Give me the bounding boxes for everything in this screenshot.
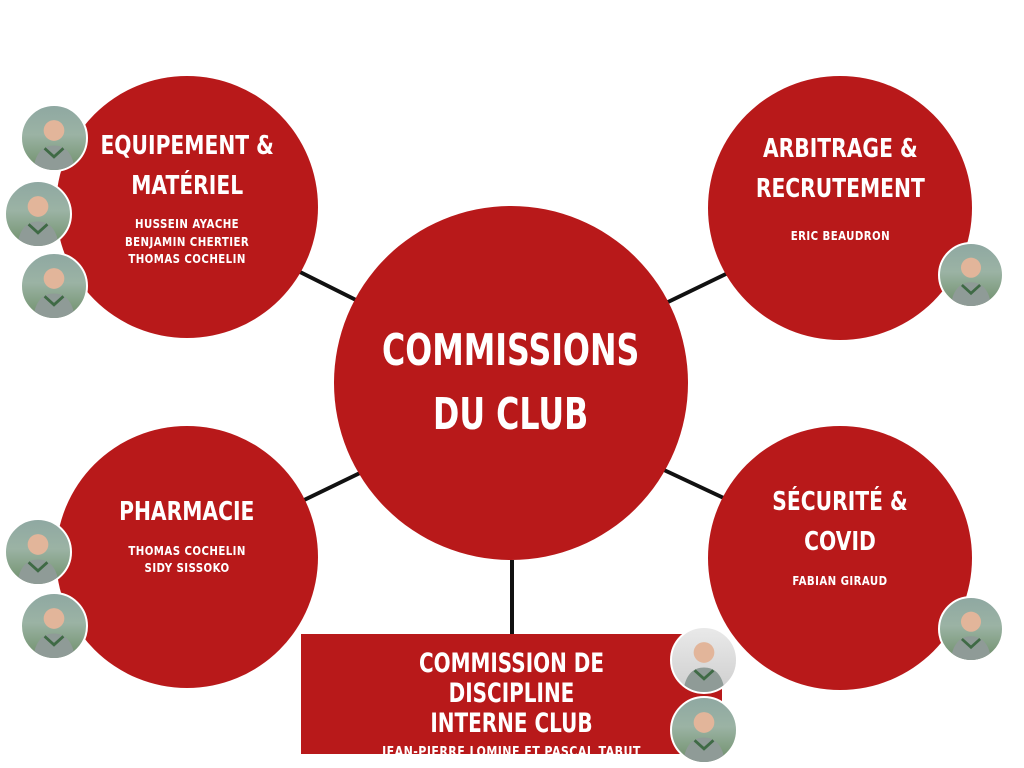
title-line: PHARMACIE [119, 497, 255, 528]
connector-arbitrage [667, 270, 731, 304]
commission-equipement: EQUIPEMENT & MATÉRIEL HUSSEIN AYACHE BEN… [56, 76, 318, 338]
person-photo-icon [4, 180, 72, 248]
member-name: ERIC BEAUDRON [790, 228, 890, 243]
commission-pharmacie: PHARMACIE THOMAS COCHELIN SIDY SISSOKO [56, 426, 318, 688]
title-line: RECRUTEMENT [755, 174, 925, 205]
connector-equipement [299, 270, 361, 304]
title-line: SÉCURITÉ & COVID [772, 487, 908, 558]
commission-securite-members: FABIAN GIRAUD [792, 573, 887, 590]
center-title-line1: COMMISSIONS [382, 325, 640, 377]
commission-securite-title: SÉCURITÉ & COVID [737, 482, 943, 563]
commission-discipline: COMMISSION DE DISCIPLINE INTERNE CLUB JE… [301, 634, 722, 760]
center-circle: COMMISSIONS DU CLUB [334, 206, 688, 560]
person-photo-icon [4, 518, 72, 586]
person-photo-icon [20, 252, 88, 320]
commission-arbitrage-members: ERIC BEAUDRON [790, 228, 889, 245]
title-line: MATÉRIEL [131, 170, 243, 201]
title-line: COMMISSION DE DISCIPLINE [418, 648, 605, 710]
center-title-line2: DU CLUB [433, 389, 589, 440]
commission-arbitrage: ARBITRAGE & RECRUTEMENT ERIC BEAUDRON [708, 76, 972, 340]
title-line: EQUIPEMENT & [100, 130, 274, 161]
member-name: HUSSEIN AYACHE [134, 217, 240, 232]
person-photo-icon [938, 242, 1004, 308]
person-photo-icon [20, 592, 88, 660]
commission-discipline-title: COMMISSION DE DISCIPLINE INTERNE CLUB [356, 648, 668, 740]
connector-securite [663, 468, 729, 502]
title-line: ARBITRAGE & [762, 134, 918, 164]
member-name: BENJAMIN CHERTIER [124, 234, 250, 249]
connector-pharmacie [299, 470, 363, 504]
person-photo-icon [670, 696, 738, 764]
member-name: JEAN-PIERRE LOMINE ET PASCAL TABUT [382, 744, 641, 760]
member-name: SIDY SISSOKO [144, 561, 230, 576]
commission-pharmacie-title: PHARMACIE [119, 492, 254, 532]
person-photo-icon [670, 626, 738, 694]
person-photo-icon [20, 104, 88, 172]
title-line: INTERNE CLUB [430, 708, 593, 740]
commission-securite: SÉCURITÉ & COVID FABIAN GIRAUD [708, 426, 972, 690]
commission-equipement-title: EQUIPEMENT & MATÉRIEL [100, 126, 273, 207]
person-photo-icon [938, 596, 1004, 662]
commission-equipement-members: HUSSEIN AYACHE BENJAMIN CHERTIER THOMAS … [125, 216, 249, 268]
commission-discipline-members: JEAN-PIERRE LOMINE ET PASCAL TABUT [333, 744, 691, 763]
center-title: COMMISSIONS DU CLUB [382, 319, 639, 447]
commission-pharmacie-members: THOMAS COCHELIN SIDY SISSOKO [128, 543, 245, 578]
member-name: THOMAS COCHELIN [128, 251, 246, 266]
member-name: THOMAS COCHELIN [128, 543, 246, 558]
commission-arbitrage-title: ARBITRAGE & RECRUTEMENT [756, 129, 925, 210]
member-name: FABIAN GIRAUD [792, 573, 888, 588]
